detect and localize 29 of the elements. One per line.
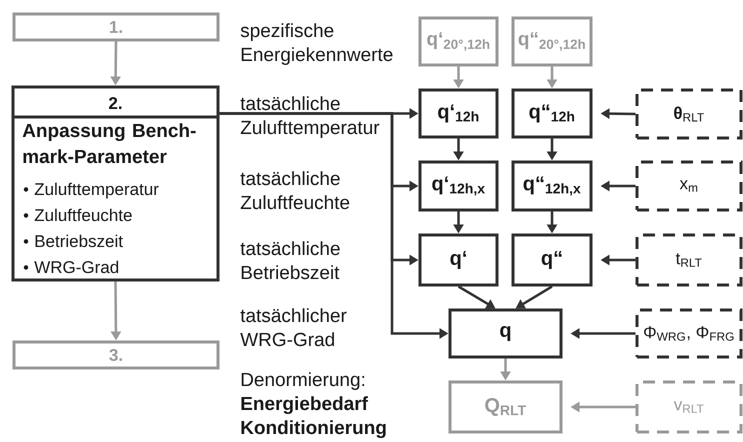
process-box: q“ [512,234,592,286]
label-text: spezifische Energiekennwerte [240,23,392,65]
label-text: tatsächliche Zuluftfeuchte [240,171,350,210]
label-text: tatsächliche Betriebszeit [240,241,340,280]
box-number: 2. [109,97,122,109]
input-box: x$_{m}$ [636,160,742,212]
list-item: Zuluftfeuchte [24,208,132,222]
process-box: q‘$_{20°,12h}$ [418,16,498,66]
list-item: Betriebszeit [24,234,123,248]
list-item: WRG-Grad [24,260,118,274]
process-box: q‘ [418,234,498,286]
input-box: Φ$_{WRG}$, Φ$_{FRG}$ [636,308,742,358]
process-box: q [448,308,562,358]
process-box: q“$_{12h}$ [512,88,592,138]
input-box: θ$_{RLT}$ [636,88,742,140]
process-box: Q$_{RLT}$ [448,380,562,434]
box-heading: Anpassung Bench-mark-Parameter [22,123,196,164]
input-box: v$_{RLT}$ [636,380,742,434]
process-box: q‘$_{12h,x}$ [418,160,498,212]
input-box: t$_{RLT}$ [636,234,742,286]
list-item: Zulufttemperatur [24,182,159,199]
label-text: Denormierung: Energiebedarf Konditionierung [241,372,386,438]
process-box: 3. [12,340,220,370]
process-box: q“$_{20°,12h}$ [512,16,592,66]
process-box: 1. [12,12,220,42]
process-box: q“$_{12h,x}$ [512,160,592,212]
label-text: tatsächlicher WRG-Grad [240,308,347,346]
process-box: q‘$_{12h}$ [418,88,498,138]
label-text: tatsächliche Zulufttemperatur [240,96,380,138]
